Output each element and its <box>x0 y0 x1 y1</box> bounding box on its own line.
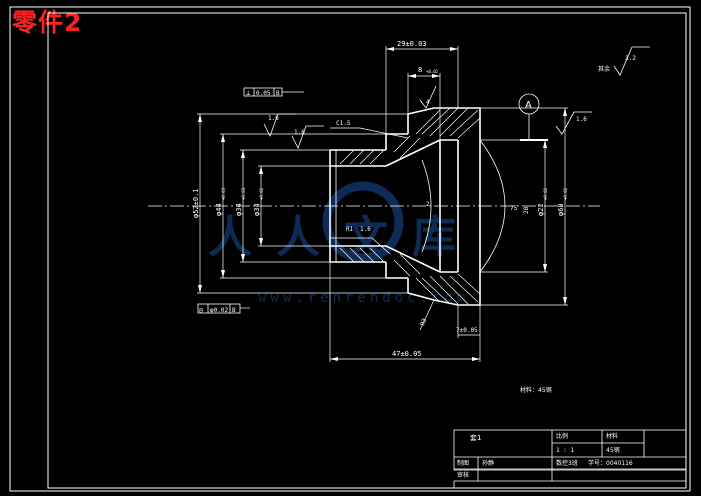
dim-diam-right-2-tol: +0.02 <box>563 187 568 200</box>
dim-angle-1: 4 <box>426 99 430 106</box>
tolerance-frame-bottom <box>197 303 241 314</box>
dim-angle-2: 2 <box>426 201 430 208</box>
roughness-right: 1.6 <box>576 116 587 123</box>
roughness-top-right-value: 3.2 <box>625 55 636 62</box>
dim-diam-4: φ34 <box>253 203 261 216</box>
tolerance-frame-top <box>243 87 283 97</box>
tol-bottom-symbol: ◎ <box>199 306 204 314</box>
datum-marker <box>518 93 548 141</box>
dim-diam-right-1: φ22 <box>537 203 545 216</box>
roughness-inner-1: 1.6 <box>268 115 279 122</box>
leader-lines <box>240 91 435 331</box>
title-block-check-label: 审核 <box>457 471 469 479</box>
roughness-symbols <box>263 46 650 150</box>
dim-chamfer-top: C1.5 <box>336 120 351 127</box>
dim-28: 28 <box>523 206 530 214</box>
dim-len-bottom-small: 7±0.05 <box>456 327 478 334</box>
datum-label: A <box>525 100 532 111</box>
watermark-logo-icon <box>322 181 404 263</box>
title-block-student-no: 学号：0040116 <box>588 459 633 467</box>
dimension-lines <box>197 46 568 362</box>
title-block-material-label: 材料 <box>606 432 618 440</box>
material-note: 材料：45钢 <box>520 386 552 394</box>
roughness-top-right-label: 其余 <box>598 65 610 73</box>
title-block-part-name: 套1 <box>470 433 481 442</box>
inner-frame <box>47 12 687 489</box>
dim-len-inner: 8 <box>418 66 422 74</box>
dim-chamfer-inner: R1 <box>346 226 354 233</box>
part-title: 零件2 <box>12 8 83 37</box>
outer-frame <box>9 6 691 492</box>
dim-diam-2-tol: +0.03 <box>221 187 226 200</box>
title-block-scale-value: 1 : 1 <box>556 447 574 454</box>
title-block-dept: 数控3班 <box>556 459 578 467</box>
dim-diam-4-tol: +0.02 <box>259 187 264 200</box>
dim-diam-outer-left: φ52±0.1 <box>192 188 200 218</box>
tol-bottom-value: φ0.02 <box>210 307 228 314</box>
dim-len-inner-tol: +0.02 <box>426 69 439 74</box>
tol-bottom-datum: B <box>232 307 236 314</box>
watermark: 人人文库 www.renrendoc.com <box>208 181 465 306</box>
dim-diam-right-1-tol: +0.02 <box>543 187 548 200</box>
title-block-drawn-name: 孙静 <box>482 459 494 467</box>
arrowheads <box>198 47 567 361</box>
tol-top-datum: B <box>276 90 280 97</box>
dim-chamfer-inner-val: 1.6 <box>360 226 371 233</box>
title-block <box>453 429 687 488</box>
section-hatching <box>339 107 481 305</box>
dim-len-bottom: 47±0.05 <box>392 350 422 358</box>
tol-top-value: 0.05 <box>256 90 271 97</box>
tol-top-symbol: ⊥ <box>246 89 250 97</box>
title-block-drawn-label: 制图 <box>457 459 469 467</box>
roughness-inner-2: 1.6 <box>294 129 305 136</box>
title-block-scale-label: 比例 <box>556 432 568 440</box>
part-outline <box>329 107 481 306</box>
dim-len-top: 29±0.03 <box>397 40 427 48</box>
angle-arcs <box>421 139 506 273</box>
dim-diam-3: φ34 <box>235 203 243 216</box>
dim-diam-2: φ44 <box>215 203 223 216</box>
dim-diam-3-tol: +0.03 <box>241 187 246 200</box>
dim-diam-right-2: φ60 <box>557 203 565 216</box>
dim-angle-3: 75 <box>510 205 518 212</box>
title-block-material-value: 45钢 <box>606 446 620 454</box>
